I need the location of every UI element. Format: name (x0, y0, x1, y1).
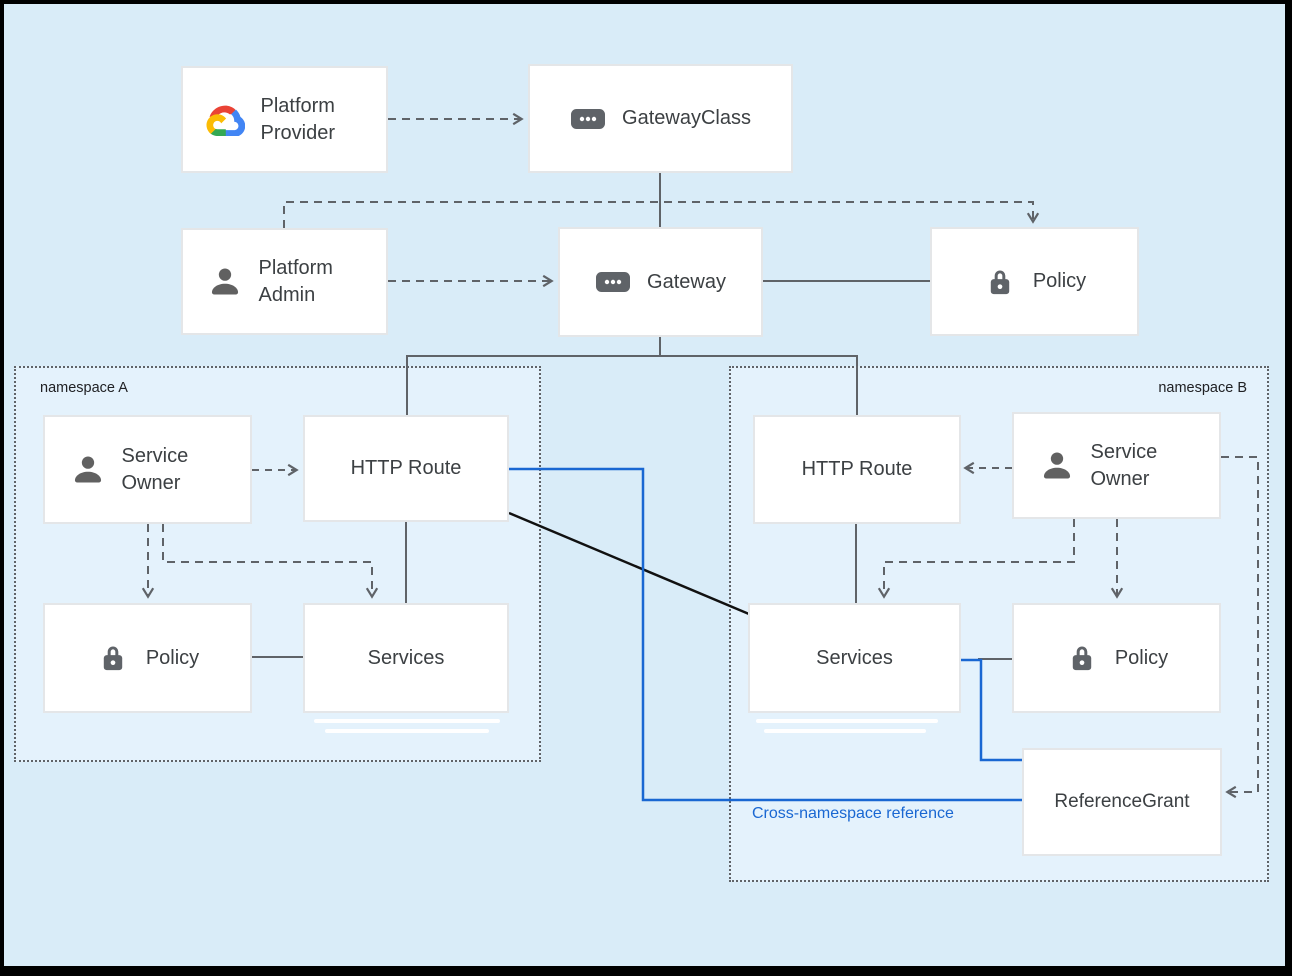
node-label: Service Owner (1090, 441, 1158, 490)
node-service-owner-a: Service Owner (43, 415, 252, 524)
google-cloud-icon (205, 104, 245, 136)
node-http-route-b: HTTP Route (753, 415, 961, 524)
node-gateway: Gateway (558, 227, 763, 337)
node-gatewayclass: GatewayClass (528, 64, 793, 173)
node-policy-a: Policy (43, 603, 252, 713)
person-icon (70, 452, 106, 488)
node-label: Service Owner (121, 445, 189, 494)
namespace-b-label: namespace B (1158, 380, 1247, 396)
node-label: Services (367, 646, 445, 669)
cross-namespace-reference-label: Cross-namespace reference (752, 805, 954, 822)
node-platform-admin: Platform Admin (181, 228, 388, 335)
edge-httproute-a-to-services-b (508, 511, 750, 616)
node-policy-top: Policy (930, 227, 1139, 336)
lock-icon (983, 265, 1017, 299)
services-b-stack-sheet (764, 729, 926, 733)
node-services-a: Services (303, 603, 509, 713)
node-label: Policy (1114, 646, 1169, 669)
node-label: Gateway (647, 270, 726, 293)
services-b-stack-sheet (756, 719, 938, 723)
lock-icon (1065, 641, 1099, 675)
node-label: Policy (145, 646, 200, 669)
edge-admin-to-policy (283, 201, 1040, 228)
node-platform-provider: Platform Provider (181, 66, 388, 173)
node-label: GatewayClass (622, 107, 751, 130)
node-label: Services (816, 646, 893, 669)
resource-chip-icon (595, 270, 631, 294)
node-label: Platform Admin (258, 257, 333, 306)
person-icon (1039, 448, 1075, 484)
diagram-canvas: namespace A namespace B (4, 4, 1285, 966)
namespace-a-label: namespace A (40, 380, 128, 396)
node-label: Policy (1032, 270, 1087, 293)
node-service-owner-b: Service Owner (1012, 412, 1221, 519)
node-label: ReferenceGrant (1054, 791, 1190, 813)
node-label: HTTP Route (801, 458, 913, 481)
node-label: HTTP Route (350, 457, 462, 480)
resource-chip-icon (570, 107, 606, 131)
node-label: Platform Provider (260, 95, 335, 144)
services-a-stack-sheet (314, 719, 500, 723)
services-a-stack-sheet (325, 729, 489, 733)
person-icon (207, 264, 243, 300)
node-policy-b: Policy (1012, 603, 1221, 713)
node-http-route-a: HTTP Route (303, 415, 509, 522)
node-referencegrant: ReferenceGrant (1022, 748, 1222, 856)
node-services-b: Services (748, 603, 961, 713)
lock-icon (96, 641, 130, 675)
